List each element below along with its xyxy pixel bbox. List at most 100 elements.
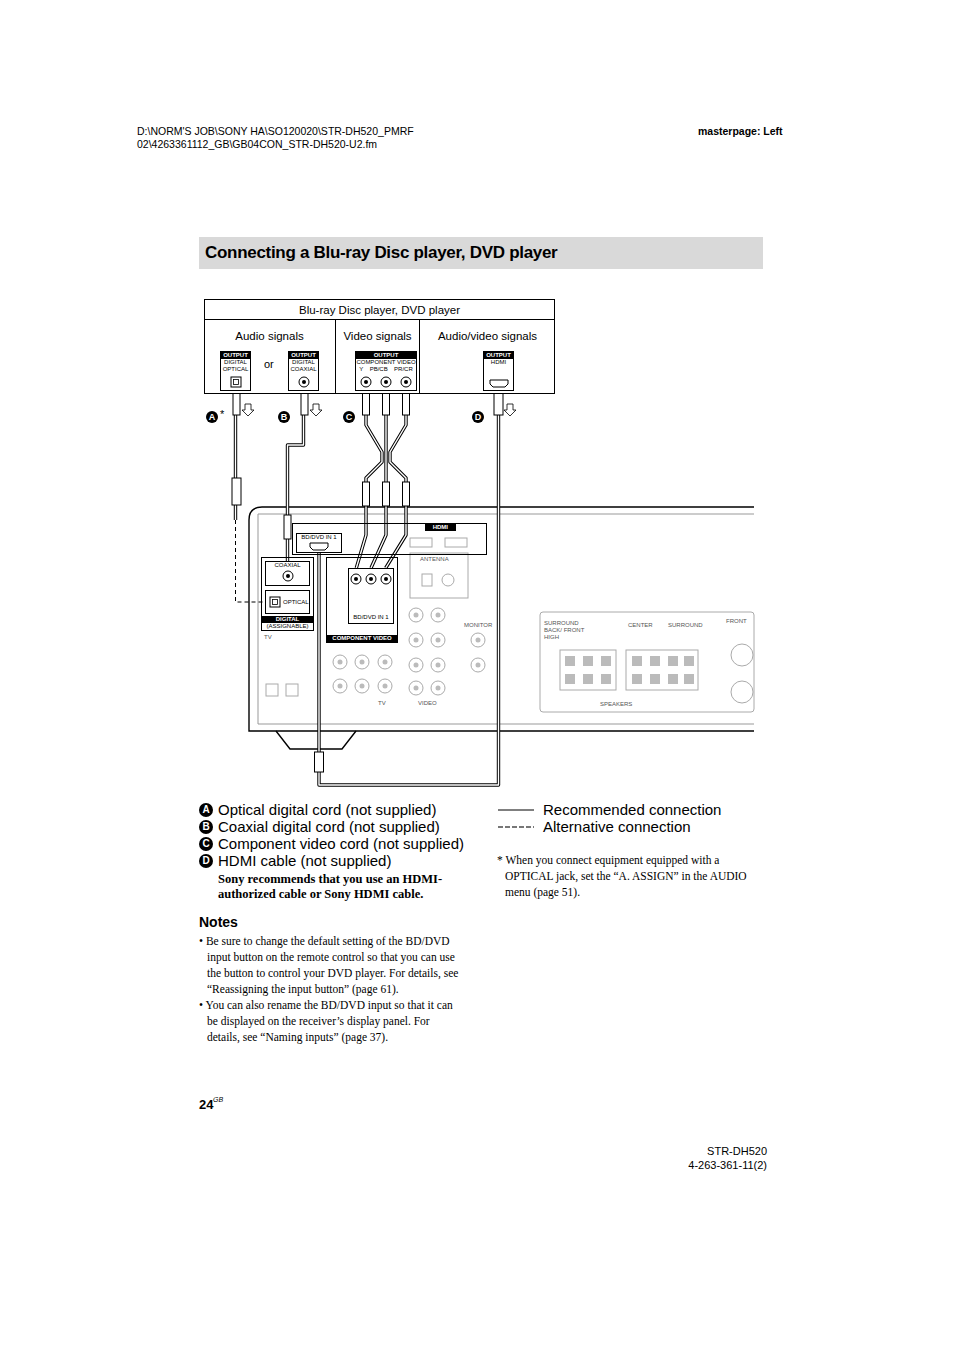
jack-label: COMPONENT VIDEO: [356, 359, 416, 366]
rca-jack-icon: [400, 376, 412, 388]
panel-header: OUTPUT: [221, 352, 250, 359]
callout-letter: A: [206, 411, 218, 423]
panel-label: SPEAKERS: [600, 701, 632, 708]
cord-name: Coaxial digital cord (not supplied): [218, 818, 440, 835]
jack-label: BD/DVD IN 1: [301, 534, 336, 541]
jack-label-row: Y PB/CB PR/CR: [356, 366, 416, 373]
jack-icon: [282, 570, 294, 582]
panel-header: HDMI: [425, 524, 456, 531]
output-jack: OUTPUTHDMI: [483, 351, 514, 391]
hdmi-panel: HDMI BD/DVD IN 1: [292, 523, 487, 555]
jack-label: (ASSIGNABLE): [262, 623, 313, 630]
jack-icon: [309, 542, 329, 551]
cable-core: [319, 391, 499, 785]
jack-icon: [484, 379, 513, 388]
cable-outline: [371, 391, 386, 568]
rca-jack-icon: [360, 376, 372, 388]
signal-cell: Audio signalsOUTPUTDIGITAL OPTICALOUTPUT…: [204, 319, 335, 394]
masterpage-label: masterpage: Left: [698, 125, 783, 138]
cell-heading: Audio/video signals: [438, 320, 537, 343]
cable-outline: [356, 391, 382, 568]
legend-text: Alternative connection: [543, 818, 691, 835]
coaxial-jack-icon: [282, 570, 294, 582]
jack-label: PB/CB: [370, 366, 388, 373]
device-box: Blu-ray Disc player, DVD playerAudio sig…: [204, 299, 555, 394]
input-jack: COAXIAL: [265, 561, 310, 586]
panel-label: ANTENNA: [420, 556, 449, 563]
cord-name: Component video cord (not supplied): [218, 835, 464, 852]
jack-label: COAXIAL: [274, 562, 300, 569]
notes-heading: Notes: [199, 914, 238, 930]
input-panel: COMPONENT VIDEOBD/DVD IN 1: [326, 557, 398, 643]
rca-jack-icon: [380, 573, 392, 585]
legend-sample: [498, 822, 534, 832]
rca-jack-icon: [380, 376, 392, 388]
list-letter: A: [199, 803, 213, 817]
cell-heading: Audio signals: [235, 320, 303, 343]
legend-text: Recommended connection: [543, 801, 721, 818]
jack-label: BD/DVD IN 1: [353, 614, 388, 621]
jack-label: DIGITAL COAXIAL: [289, 359, 318, 373]
input-jack: OPTICAL: [265, 590, 310, 614]
panel-label: TV: [264, 634, 272, 641]
cable-outline: [386, 391, 406, 568]
hdmi-jack-icon: [489, 379, 509, 388]
cable-core: [235, 391, 236, 520]
output-jack: OUTPUTDIGITAL OPTICAL: [220, 351, 251, 391]
panel-header: DIGITAL: [262, 616, 313, 623]
jack-icon: [269, 596, 281, 608]
output-jack: OUTPUTCOMPONENT VIDEOY PB/CB PR/CR: [355, 351, 417, 391]
cord-name: HDMI cable (not supplied): [218, 852, 391, 869]
input-panel: DIGITAL(ASSIGNABLE) COAXIAL OPTICAL: [261, 557, 314, 631]
panel-label: SURROUND BACK/ FRONT HIGH: [544, 620, 598, 641]
part-number: 4-263-361-11(2): [688, 1159, 767, 1172]
cable-connector: [319, 391, 499, 785]
input-jack: BD/DVD IN 1: [348, 568, 394, 624]
cell-heading: Video signals: [343, 320, 411, 343]
cable-core: [371, 391, 386, 568]
optical-jack-icon: [230, 376, 242, 388]
file-path: D:\NORM'S JOB\SONY HA\SO120020\STR-DH520…: [137, 125, 487, 150]
panel-header: OUTPUT: [356, 352, 416, 359]
list-letter: B: [199, 820, 213, 834]
signal-cell: Video signalsOUTPUTCOMPONENT VIDEOY PB/CB…: [335, 319, 419, 394]
cable-core: [386, 391, 406, 568]
legend-sample: [498, 805, 534, 815]
page-number: 24: [199, 1097, 213, 1112]
jack-icon: [289, 376, 318, 388]
signal-cell: Audio/video signalsOUTPUTHDMI: [419, 319, 555, 394]
output-jack: OUTPUTDIGITAL COAXIAL: [288, 351, 319, 391]
device-heading: Blu-ray Disc player, DVD player: [205, 300, 554, 317]
cable-connector: [356, 391, 406, 568]
rca-jack-icon: [350, 573, 362, 585]
panel-label: CENTER: [628, 622, 653, 629]
coaxial-jack-icon: [298, 376, 310, 388]
list-letter: D: [199, 854, 213, 868]
panel-label: MONITOR: [464, 622, 492, 629]
model-number: STR-DH520: [707, 1145, 767, 1158]
jack-icon: [221, 376, 250, 388]
panel-label: VIDEO: [418, 700, 437, 707]
callout-letter: C: [343, 411, 355, 423]
cable-outline: [319, 391, 499, 785]
panel-label: FRONT: [726, 618, 747, 625]
jack-label: DIGITAL OPTICAL: [221, 359, 250, 373]
panel-label: TV: [378, 700, 386, 707]
legend-line: [498, 810, 534, 811]
jack-label: Y: [359, 366, 363, 373]
jack-label: OPTICAL: [283, 599, 309, 606]
cable-core: [356, 391, 382, 568]
list-letter: C: [199, 837, 213, 851]
panel-header: OUTPUT: [289, 352, 318, 359]
jack-label: HDMI: [484, 359, 513, 366]
hdmi-jack-icon: [309, 542, 329, 551]
jack-icon: [349, 573, 393, 585]
note-item: • You can also rename the BD/DVD input s…: [199, 997, 465, 1045]
rca-jack-icon: [365, 573, 377, 585]
page-title: Connecting a Blu-ray Disc player, DVD pl…: [205, 242, 557, 264]
cable-outline: [234, 391, 237, 520]
jack-label: PR/CR: [394, 366, 413, 373]
panel-label: SURROUND: [668, 622, 703, 629]
